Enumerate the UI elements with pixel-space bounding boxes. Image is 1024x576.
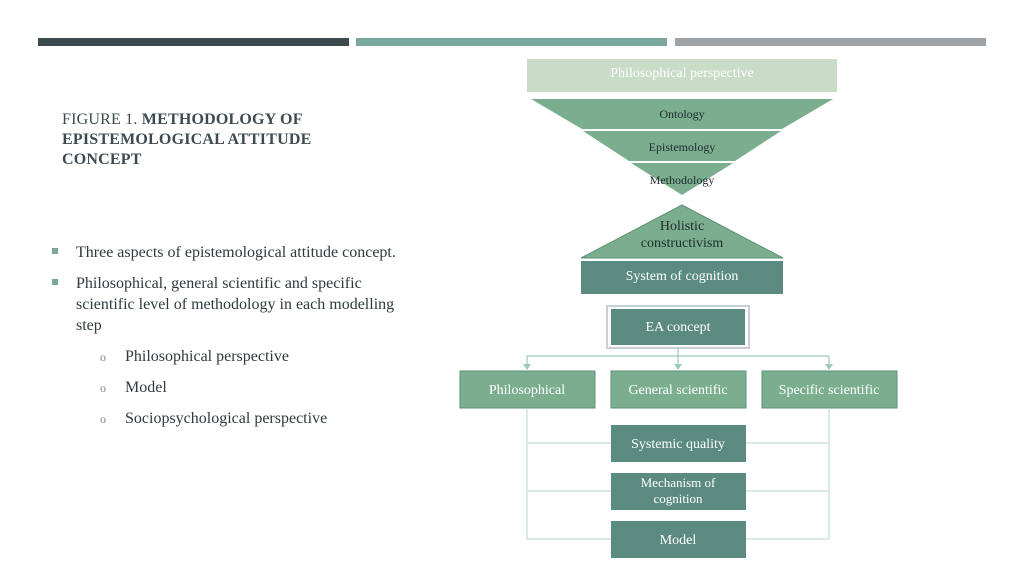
holistic-label-line1: Holistic xyxy=(660,219,704,234)
step-model-label: Model xyxy=(660,533,697,548)
header-bar-teal xyxy=(356,38,667,46)
title-bold: METHODOLOGY OF EPISTEMOLOGICAL ATTITUDE … xyxy=(62,111,312,168)
perspective-header-label: Philosophical perspective xyxy=(610,66,753,81)
step-systemic-quality-label: Systemic quality xyxy=(631,437,725,452)
holistic-triangle xyxy=(580,204,784,259)
level-specific-scientific-box xyxy=(761,370,898,409)
ea-concept-label: EA concept xyxy=(646,320,711,335)
system-of-cognition-box xyxy=(581,261,783,294)
system-of-cognition-label: System of cognition xyxy=(626,269,739,284)
sub-bullet-text: Sociopsychological perspective xyxy=(125,410,328,427)
sub-bullet-text: Model xyxy=(125,379,167,396)
bullet-list: Three aspects of epistemological attitud… xyxy=(52,242,412,439)
square-bullet-icon xyxy=(52,279,58,285)
bullet-text: Philosophical, general scientific and sp… xyxy=(76,275,395,334)
circle-bullet-icon: o xyxy=(100,350,106,364)
step-systemic-quality-box xyxy=(611,425,746,462)
holistic-label-line2: constructivism xyxy=(641,236,724,251)
sub-bullet-item: o Philosophical perspective xyxy=(52,346,412,367)
step-mechanism-label-line1: Mechanism of xyxy=(641,475,716,490)
funnel-methodology-label: Methodology xyxy=(650,173,715,187)
bullet-text: Three aspects of epistemological attitud… xyxy=(76,244,396,261)
level-general-scientific-box xyxy=(610,370,747,409)
sub-bullet-item: o Model xyxy=(52,377,412,398)
ea-concept-box xyxy=(611,309,745,345)
header-bar-gray xyxy=(675,38,986,46)
level-general-scientific-label: General scientific xyxy=(628,383,727,398)
level-specific-scientific-label: Specific scientific xyxy=(779,383,880,398)
header-bar-dark xyxy=(38,38,349,46)
funnel-epistemology-label: Epistemology xyxy=(649,140,716,154)
title-prefix: FIGURE 1. xyxy=(62,111,138,128)
funnel-methodology xyxy=(631,163,733,195)
level-philosophical-label: Philosophical xyxy=(489,383,565,398)
connector-arrowheads xyxy=(523,364,833,370)
ea-connectors xyxy=(526,348,830,366)
funnel-ontology-label: Ontology xyxy=(659,107,704,121)
sub-bullet-item: o Sociopsychological perspective xyxy=(52,408,412,429)
slide-title: FIGURE 1. METHODOLOGY OF EPISTEMOLOGICAL… xyxy=(62,110,362,170)
circle-bullet-icon: o xyxy=(100,412,106,426)
circle-bullet-icon: o xyxy=(100,381,106,395)
step-mechanism-box xyxy=(611,473,746,510)
funnel-ontology xyxy=(531,99,833,129)
sub-bullet-text: Philosophical perspective xyxy=(125,348,289,365)
bullet-item: Philosophical, general scientific and sp… xyxy=(52,273,412,336)
step-model-box xyxy=(611,521,746,558)
funnel-epistemology xyxy=(583,131,781,161)
bullet-item: Three aspects of epistemological attitud… xyxy=(52,242,412,263)
square-bullet-icon xyxy=(52,248,58,254)
perspective-header-box xyxy=(527,59,837,92)
step-mechanism-label-line2: cognition xyxy=(653,491,703,506)
